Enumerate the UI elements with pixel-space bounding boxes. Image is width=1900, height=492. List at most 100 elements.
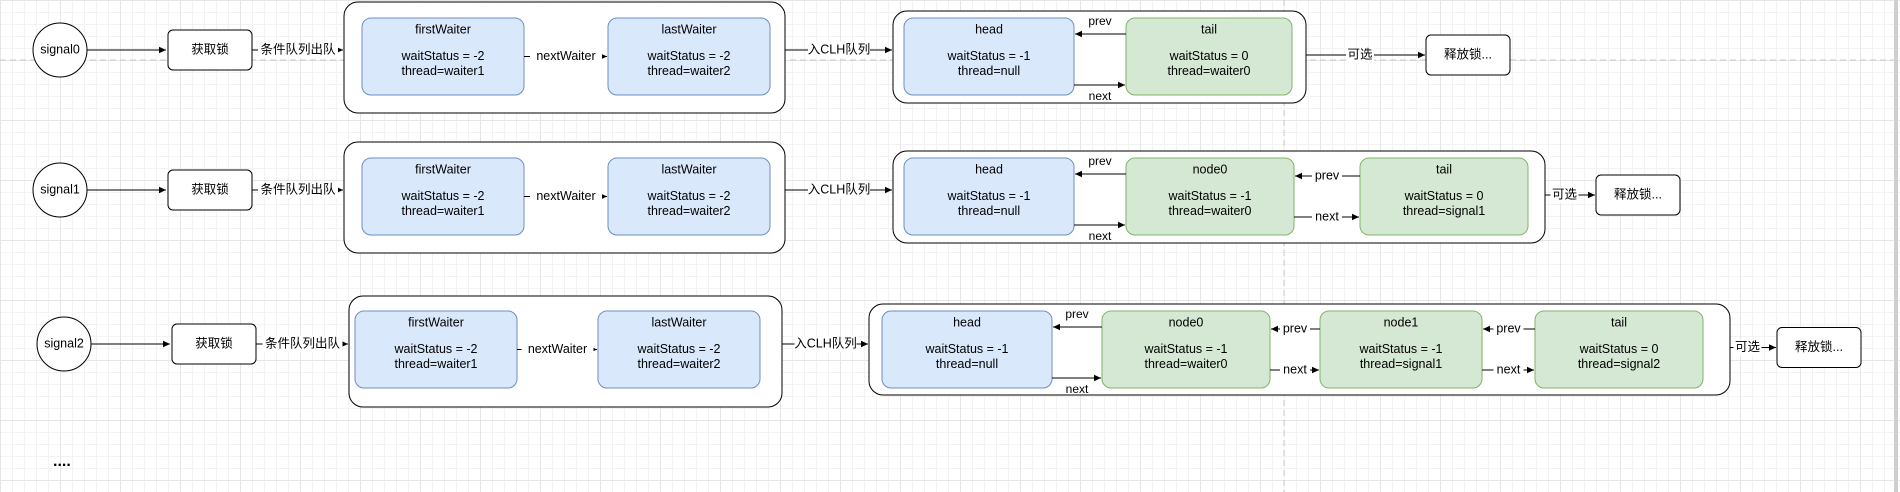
- condition-node-1-thread: thread=waiter2: [637, 357, 720, 371]
- enqueue-clh-label-bg: [808, 182, 870, 198]
- next-label-1-bg: [1280, 362, 1310, 378]
- clh-node-tail: [1534, 310, 1704, 389]
- next-waiter-label-bg: [530, 188, 602, 205]
- condition-node-0-thread: thread=waiter1: [401, 64, 484, 78]
- condition-node-0-title: firstWaiter: [415, 162, 471, 176]
- condition-node-1: [597, 310, 761, 389]
- acquire-lock-label: 获取锁: [191, 181, 229, 196]
- dequeue-label: 条件队列出队: [265, 335, 341, 350]
- next-label-1: next: [1315, 209, 1339, 223]
- prev-label-2-bg: [1493, 321, 1524, 337]
- next-waiter-label-bg: [530, 48, 602, 65]
- dequeue-label-bg: [262, 336, 343, 352]
- condition-node-0-wait-status: waitStatus = -2: [400, 49, 484, 63]
- clh-node-head-wait-status: waitStatus = -1: [946, 189, 1030, 203]
- next-label-1-bg: [1312, 209, 1342, 225]
- clh-node-node0-wait-status: waitStatus = -1: [1143, 342, 1227, 356]
- prev-label-1-bg: [1280, 321, 1310, 337]
- clh-node-head-title: head: [953, 315, 981, 329]
- prev-label-0: prev: [1088, 14, 1111, 28]
- condition-node-0-thread: thread=waiter1: [394, 357, 477, 371]
- next-waiter-label: nextWaiter: [536, 189, 595, 203]
- optional-label: 可选: [1735, 340, 1761, 354]
- clh-node-node0-thread: thread=waiter0: [1144, 357, 1227, 371]
- condition-node-1-wait-status: waitStatus = -2: [646, 189, 730, 203]
- row-signal1: signal1 获取锁 条件队列出队 firstWaiter waitStatus = …: [32, 141, 1681, 254]
- clh-node-head-thread: thread=null: [958, 64, 1020, 78]
- clh-node-tail-wait-status: waitStatus = 0: [1404, 189, 1484, 203]
- clh-node-tail-wait-status: waitStatus = 0: [1169, 49, 1249, 63]
- acquire-lock-label: 获取锁: [191, 41, 229, 56]
- prev-label-1: prev: [1315, 168, 1340, 182]
- condition-node-1-title: lastWaiter: [661, 22, 716, 36]
- condition-node-1: [607, 17, 771, 96]
- clh-node-head-title: head: [975, 22, 1003, 36]
- prev-label-1-bg: [1312, 168, 1342, 184]
- next-waiter-label-bg: [521, 341, 594, 358]
- signal-label: signal2: [44, 336, 84, 350]
- condition-node-0-wait-status: waitStatus = -2: [393, 342, 477, 356]
- clh-node-node0-title: node0: [1169, 315, 1204, 329]
- enqueue-clh-label: 入CLH队列: [794, 335, 857, 350]
- next-waiter-label: nextWaiter: [528, 342, 587, 356]
- condition-node-1-thread: thread=waiter2: [647, 64, 730, 78]
- optional-label-bg: [1550, 187, 1579, 203]
- dequeue-label: 条件队列出队: [260, 41, 336, 56]
- condition-node-1: [607, 157, 771, 236]
- clh-node-node1-title: node1: [1384, 315, 1419, 329]
- signal-label: signal1: [40, 182, 80, 196]
- clh-node-head-thread: thread=null: [958, 204, 1020, 218]
- prev-label-0: prev: [1088, 154, 1111, 168]
- release-lock-box: [1595, 174, 1681, 216]
- optional-label: 可选: [1552, 187, 1578, 201]
- clh-node-tail: [1125, 17, 1293, 96]
- clh-node-head: [903, 157, 1075, 236]
- clh-node-node0-wait-status: waitStatus = -1: [1167, 189, 1251, 203]
- optional-label-bg: [1733, 339, 1762, 356]
- release-lock-label: 释放锁...: [1614, 186, 1662, 201]
- release-lock-label: 释放锁...: [1795, 339, 1843, 354]
- condition-node-1-wait-status: waitStatus = -2: [636, 342, 720, 356]
- condition-node-1-thread: thread=waiter2: [647, 204, 730, 218]
- next-label-2-bg: [1493, 362, 1524, 378]
- prev-label-1: prev: [1283, 321, 1308, 335]
- release-lock-box: [1776, 327, 1862, 368]
- optional-label-bg: [1346, 47, 1374, 63]
- clh-node-head-thread: thread=null: [936, 357, 998, 371]
- ellipsis-text: ....: [53, 453, 71, 470]
- condition-node-1-title: lastWaiter: [651, 315, 706, 329]
- enqueue-clh-label-bg: [808, 42, 870, 58]
- clh-node-tail-wait-status: waitStatus = 0: [1579, 342, 1659, 356]
- dequeue-label: 条件队列出队: [260, 181, 336, 196]
- acquire-lock-label: 获取锁: [195, 335, 233, 350]
- condition-node-1-wait-status: waitStatus = -2: [646, 49, 730, 63]
- condition-node-0-thread: thread=waiter1: [401, 204, 484, 218]
- next-waiter-label: nextWaiter: [536, 49, 595, 63]
- clh-node-node1-thread: thread=signal1: [1360, 357, 1442, 371]
- clh-node-head-wait-status: waitStatus = -1: [924, 342, 1008, 356]
- next-label-0: next: [1089, 229, 1112, 243]
- dequeue-label-bg: [258, 182, 338, 198]
- clh-node-head: [881, 310, 1053, 389]
- clh-node-tail-title: tail: [1611, 315, 1627, 329]
- enqueue-clh-label: 入CLH队列: [808, 41, 871, 56]
- clh-node-tail-thread: thread=signal1: [1403, 204, 1485, 218]
- clh-node-node0-thread: thread=waiter0: [1168, 204, 1251, 218]
- dequeue-label-bg: [258, 42, 338, 58]
- clh-node-tail: [1359, 157, 1529, 236]
- clh-node-node0: [1101, 310, 1271, 389]
- clh-node-node0-title: node0: [1193, 162, 1228, 176]
- clh-node-node0: [1125, 157, 1295, 236]
- clh-node-node1-wait-status: waitStatus = -1: [1358, 342, 1442, 356]
- enqueue-clh-label-bg: [794, 336, 857, 352]
- condition-node-0-title: firstWaiter: [415, 22, 471, 36]
- prev-label-0: prev: [1065, 307, 1088, 321]
- clh-node-head-wait-status: waitStatus = -1: [946, 49, 1030, 63]
- clh-node-tail-thread: thread=signal2: [1578, 357, 1660, 371]
- next-label-0: next: [1089, 89, 1112, 103]
- signal-label: signal0: [40, 42, 80, 56]
- clh-node-node1: [1319, 310, 1483, 389]
